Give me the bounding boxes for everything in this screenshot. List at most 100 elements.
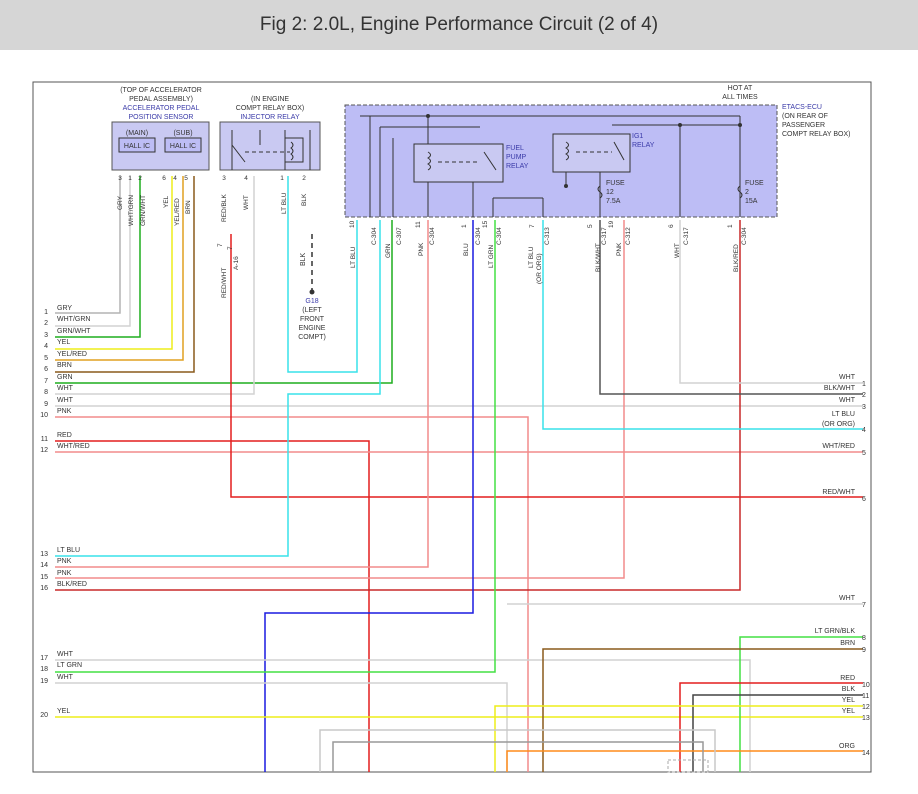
app-main-label: (MAIN) — [126, 130, 148, 137]
etacs-line-1: (ON REAR OF — [782, 113, 828, 120]
fuel-pump-relay-box — [413, 143, 504, 183]
fuse-2-symbol — [737, 185, 743, 199]
right-wire-num: 11 — [862, 693, 869, 700]
connector-pin: 7 — [529, 224, 536, 228]
wire-ltblu-inj — [287, 176, 358, 373]
vertical-wire-label: WHT — [674, 243, 681, 258]
app-label-4: POSITION SENSOR — [129, 114, 194, 121]
hall-ic-sub-box — [164, 137, 202, 153]
wire-yel — [55, 176, 173, 350]
connector-label: C-317 — [601, 227, 608, 245]
right-wire-num: 12 — [862, 704, 870, 711]
right-wire-num: 8 — [862, 635, 866, 642]
right-wire-num: 14 — [862, 750, 870, 757]
app-pin: 3 — [118, 175, 122, 182]
right-wire-label: RED — [840, 675, 855, 682]
connector-pin: 1 — [461, 224, 468, 228]
fuse-12-label-1: FUSE — [606, 180, 625, 187]
connector-pin: 15 — [482, 220, 489, 228]
hall-ic-main-box — [118, 137, 156, 153]
wire-gry — [55, 176, 121, 314]
wire-pnk-14 — [55, 220, 429, 568]
wires — [55, 176, 863, 772]
wire-wht-19 — [55, 682, 508, 772]
left-wire-label: WHT — [57, 674, 74, 681]
left-wire-label: BLK/RED — [57, 581, 87, 588]
wire-blk-wht-r2 — [599, 220, 863, 395]
connector-label: C-317 — [683, 227, 690, 245]
figure-title-bar: Fig 2: 2.0L, Engine Performance Circuit … — [0, 0, 918, 50]
left-wire-num: 11 — [41, 436, 48, 443]
connector-label: C-313 — [544, 227, 551, 245]
vertical-wire-label: PNK — [616, 242, 623, 256]
vertical-wire-label: LT BLU — [281, 192, 288, 214]
right-wire-num: 4 — [862, 427, 866, 434]
fuse-2-label-2: 2 — [745, 189, 749, 196]
right-wire-num: 6 — [862, 496, 866, 503]
wire-ltblu-r4 — [542, 220, 863, 430]
connector-pin: 5 — [587, 224, 594, 228]
right-wire-label: WHT — [839, 595, 856, 602]
right-wire-label: LT GRN/BLK — [815, 628, 856, 635]
left-wire-label: WHT — [57, 397, 74, 404]
fuel-pump-relay-symbol — [427, 151, 497, 171]
vertical-wire-label: BLU — [463, 243, 470, 256]
inj-label-2: COMPT RELAY BOX) — [236, 105, 304, 112]
right-wire-num: 9 — [862, 647, 866, 654]
wire-wht-17 — [55, 659, 751, 772]
app-pin: 5 — [184, 175, 188, 182]
right-wire-num: 10 — [862, 682, 870, 689]
left-wire-label: WHT/RED — [57, 443, 90, 450]
left-wire-label: WHT — [57, 651, 74, 658]
right-wire-label: RED/WHT — [822, 489, 855, 496]
left-wire-num: 16 — [40, 585, 48, 592]
ig1-relay-box — [552, 133, 631, 173]
ig1-relay-label-2: RELAY — [632, 142, 655, 149]
app-pin: 6 — [162, 175, 166, 182]
connector-label: C-312 — [625, 227, 632, 245]
ground-g18-dot — [309, 289, 315, 295]
inj-pin: 4 — [244, 175, 248, 182]
component-outline-bottom — [667, 759, 709, 773]
wire-wht-grn — [55, 176, 131, 327]
app-pin: 2 — [138, 175, 142, 182]
right-wire-label: WHT — [839, 397, 856, 404]
wire-pnk-15 — [55, 220, 625, 579]
left-wire-num: 19 — [40, 678, 48, 685]
connector-label: C-304 — [371, 227, 378, 245]
left-wire-num: 7 — [44, 378, 48, 385]
right-wire-label: WHT/RED — [822, 443, 855, 450]
vertical-wire-label: A-16 — [233, 256, 240, 270]
vertical-wire-label: GRN/WHT — [140, 195, 147, 226]
left-wire-label: RED — [57, 432, 72, 439]
wire-wht-8 — [55, 176, 255, 395]
connector-pin: 7 — [227, 246, 234, 250]
left-wire-label: BRN — [57, 362, 72, 369]
right-wire-label: WHT — [839, 374, 856, 381]
right-wire-num: 5 — [862, 450, 866, 457]
inj-pin: 2 — [302, 175, 306, 182]
connector-label: C-304 — [475, 227, 482, 245]
vertical-wire-label: BRN — [185, 200, 192, 214]
right-wire-num: 13 — [862, 715, 870, 722]
vertical-wire-label: WHT — [243, 195, 250, 210]
left-wire-num: 8 — [44, 389, 48, 396]
all-times-label: ALL TIMES — [722, 94, 758, 101]
app-label-2: PEDAL ASSEMBLY) — [129, 96, 193, 103]
wire-red-wht — [230, 234, 863, 498]
right-wire-label: BLK/WHT — [824, 385, 856, 392]
left-wire-label: PNK — [57, 570, 72, 577]
app-sub-label: (SUB) — [173, 130, 192, 137]
left-wire-label: PNK — [57, 408, 72, 415]
hot-at-label: HOT AT — [728, 85, 753, 92]
vertical-wire-label: LT BLU — [350, 246, 357, 268]
left-wire-label: LT BLU — [57, 547, 80, 554]
diagram-frame — [32, 81, 872, 773]
connector-pin: 7 — [217, 243, 224, 247]
wire-gry-bottom-2 — [332, 741, 704, 772]
wire-wht-r1 — [679, 220, 863, 384]
fuel-relay-label-2: PUMP — [506, 154, 527, 161]
vertical-wire-label: LT GRN — [488, 244, 495, 268]
wire-ltgrn-18 — [55, 220, 496, 673]
